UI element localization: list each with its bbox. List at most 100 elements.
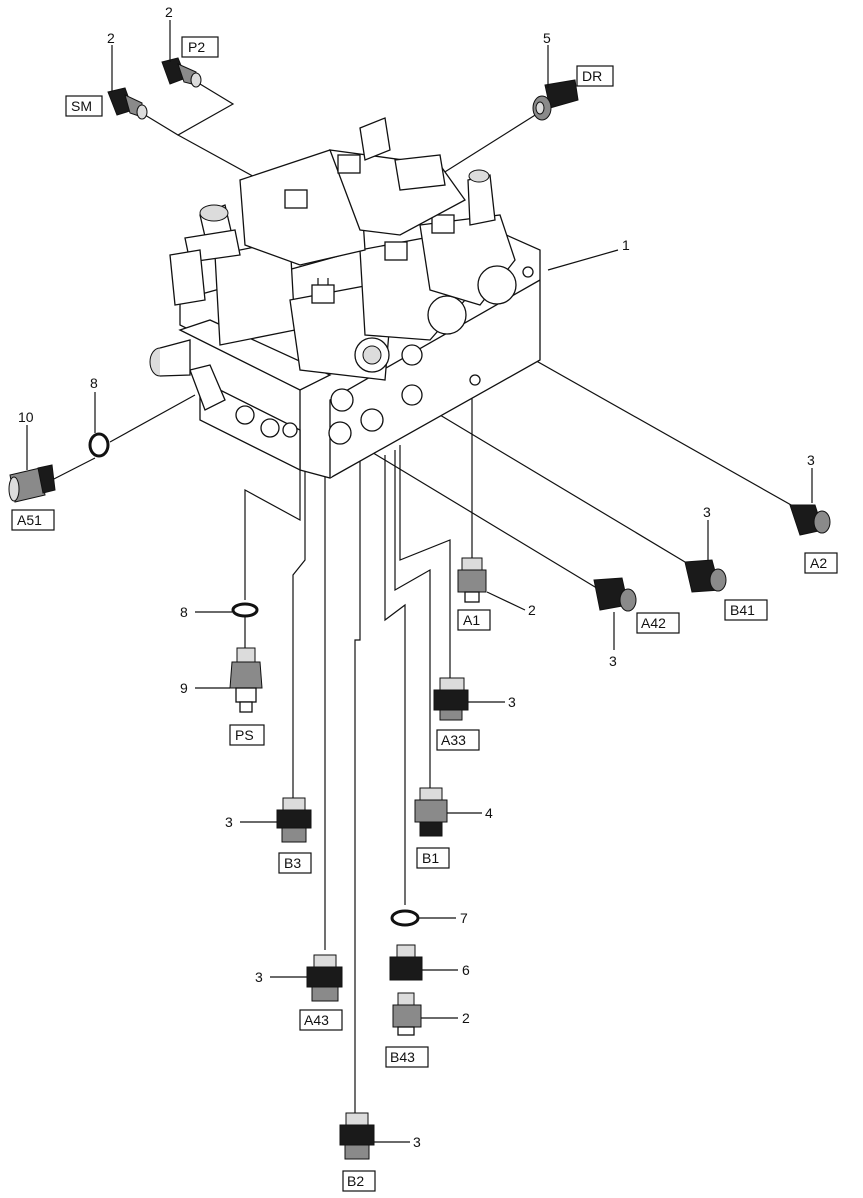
callout-8-top: 8 bbox=[90, 375, 98, 391]
connector-plug bbox=[431, 214, 455, 234]
manifold-top-edge bbox=[178, 319, 332, 391]
port-label-p2: P2 bbox=[188, 39, 205, 55]
callout-5: 5 bbox=[543, 30, 551, 46]
port-hole bbox=[282, 422, 298, 438]
port-hole bbox=[235, 405, 255, 425]
connector-plug bbox=[384, 241, 408, 261]
coil-nut-center bbox=[362, 345, 382, 365]
line-p2 bbox=[144, 83, 235, 136]
line-b43 bbox=[384, 455, 406, 905]
port-label-b3: B3 bbox=[284, 855, 301, 871]
top-connector bbox=[359, 117, 391, 161]
fitting-b1 bbox=[414, 787, 448, 837]
fitting-a2 bbox=[789, 504, 831, 536]
fitting-p2 bbox=[161, 57, 202, 88]
cartridge-body bbox=[159, 339, 191, 377]
port-hole bbox=[330, 388, 354, 412]
port-label-sm: SM bbox=[71, 98, 92, 114]
fitting-a51 bbox=[8, 464, 56, 503]
line-b41 bbox=[414, 399, 691, 566]
callout-2-b43: 2 bbox=[462, 1010, 470, 1026]
callout-numbers: 1 2 2 5 8 10 3 3 3 2 3 8 9 3 4 7 6 3 2 3 bbox=[18, 4, 815, 1150]
manifold-side-plate bbox=[199, 378, 301, 472]
coil-nut bbox=[427, 295, 467, 335]
callout-3-b41: 3 bbox=[703, 504, 711, 520]
connector-pins bbox=[317, 278, 329, 285]
callout-10: 10 bbox=[18, 409, 34, 425]
fitting-a1 bbox=[457, 557, 487, 603]
port-label-b41: B41 bbox=[730, 602, 755, 618]
connector-plug bbox=[284, 189, 308, 209]
callout-3-b3: 3 bbox=[225, 814, 233, 830]
pressure-switch-9 bbox=[229, 647, 263, 713]
port-hole bbox=[522, 266, 534, 278]
callout-4: 4 bbox=[485, 805, 493, 821]
fitting-a33 bbox=[433, 677, 469, 721]
callout-3-b2: 3 bbox=[413, 1134, 421, 1150]
port-hole bbox=[260, 418, 280, 438]
fitting-dr bbox=[532, 79, 579, 121]
port-label-b43: B43 bbox=[390, 1049, 415, 1065]
port-label-dr: DR bbox=[582, 68, 602, 84]
port-label-a33: A33 bbox=[441, 732, 466, 748]
callout-2-sm: 2 bbox=[107, 30, 115, 46]
fitting-b3 bbox=[276, 797, 312, 843]
line-b3 bbox=[292, 470, 306, 800]
port-label-a2: A2 bbox=[810, 555, 827, 571]
port-label-a42: A42 bbox=[641, 615, 666, 631]
side-connector bbox=[169, 249, 206, 306]
cartridge bbox=[189, 364, 226, 411]
port-hole bbox=[360, 408, 384, 432]
fitting-b2 bbox=[339, 1112, 375, 1160]
top-plate bbox=[394, 154, 446, 191]
manifold-edge bbox=[329, 279, 541, 478]
line-b2 bbox=[354, 460, 361, 1115]
callout-2-p2: 2 bbox=[165, 4, 173, 20]
port-hole bbox=[328, 421, 352, 445]
right-cartridge bbox=[467, 174, 496, 226]
callout-2-a1: 2 bbox=[528, 602, 536, 618]
callout-1: 1 bbox=[622, 237, 630, 253]
port-label-b2: B2 bbox=[347, 1173, 364, 1189]
callout-7: 7 bbox=[460, 910, 468, 926]
seal-ring-8-top bbox=[88, 432, 110, 458]
port-label-ps: PS bbox=[235, 727, 254, 743]
adapter-6 bbox=[389, 944, 423, 981]
coil-nut bbox=[477, 265, 517, 305]
seal-ring-7 bbox=[390, 909, 420, 927]
fitting-b43 bbox=[392, 992, 422, 1036]
callout-3-a33: 3 bbox=[508, 694, 516, 710]
port-hole bbox=[401, 384, 423, 406]
connector-plug bbox=[311, 284, 335, 304]
fitting-b41 bbox=[684, 559, 727, 593]
line-b1 bbox=[394, 450, 431, 790]
valve-block-assembly bbox=[149, 117, 541, 479]
seal-ring-8-ps bbox=[231, 602, 259, 618]
port-hole bbox=[469, 374, 481, 386]
right-cartridge-top bbox=[468, 169, 490, 183]
line-sm bbox=[177, 134, 261, 181]
port-label-a51: A51 bbox=[17, 512, 42, 528]
callout-9: 9 bbox=[180, 680, 188, 696]
fitting-sm bbox=[107, 87, 148, 120]
callout-6: 6 bbox=[462, 962, 470, 978]
port-labels: P2 SM DR A51 A2 B41 A42 A1 A33 PS B3 B1 … bbox=[11, 36, 838, 1192]
fitting-a42 bbox=[593, 577, 637, 612]
line-a51 bbox=[47, 394, 196, 483]
line-ps bbox=[244, 470, 301, 600]
connector-plug bbox=[337, 154, 361, 174]
callout-8-ps: 8 bbox=[180, 604, 188, 620]
line-a33 bbox=[399, 445, 451, 680]
port-label-a1: A1 bbox=[463, 612, 480, 628]
fitting-a43 bbox=[306, 954, 343, 1002]
callout-3-a43: 3 bbox=[255, 969, 263, 985]
port-label-a43: A43 bbox=[304, 1012, 329, 1028]
pressure-cap-top bbox=[199, 204, 229, 222]
callout-3-a42: 3 bbox=[609, 653, 617, 669]
port-label-b1: B1 bbox=[422, 850, 439, 866]
callout-leaders bbox=[26, 20, 813, 1143]
callout-3-a2: 3 bbox=[807, 452, 815, 468]
line-dr bbox=[439, 111, 541, 176]
